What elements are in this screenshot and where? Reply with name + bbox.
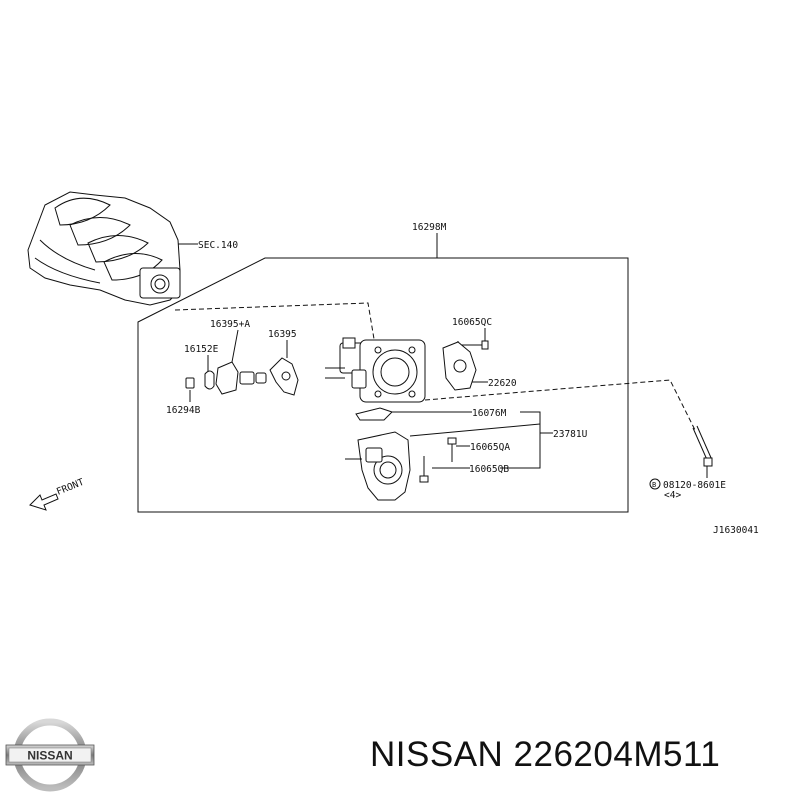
washer-16294b	[185, 377, 195, 389]
label-22620: 22620	[488, 378, 517, 389]
bolt-08120-8601e	[692, 425, 713, 467]
svg-text:NISSAN: NISSAN	[27, 749, 72, 763]
label-sec-140: SEC.140	[198, 240, 238, 251]
sensor-22620	[442, 341, 477, 391]
label-23781u: 23781U	[553, 429, 588, 440]
front-arrow-icon	[29, 493, 59, 511]
lever-16395a	[215, 361, 267, 395]
nissan-logo: NISSAN	[5, 718, 95, 792]
label-bolt-prefix: B	[652, 481, 656, 489]
label-16294b: 16294B	[166, 405, 201, 416]
gasket-16076m	[355, 407, 393, 421]
bolt-16065qa	[447, 437, 457, 462]
intake-manifold	[27, 191, 181, 306]
label-16065qa: 16065QA	[470, 442, 510, 453]
bolt-type-circle-icon	[649, 478, 661, 490]
label-16395: 16395	[268, 329, 297, 340]
label-front: FRONT	[55, 477, 86, 498]
label-16065qc: 16065QC	[452, 317, 492, 328]
label-16395a: 16395+A	[210, 319, 250, 330]
label-16065qb: 16065QB	[469, 464, 509, 475]
diagram-code: J1630041	[713, 525, 759, 536]
label-16298m: 16298M	[412, 222, 447, 233]
bolt-16065qb	[419, 456, 429, 483]
throttle-body-lower	[345, 431, 411, 501]
dashed-reference-line	[174, 302, 376, 346]
assembly-boundary	[137, 257, 629, 513]
label-16152e: 16152E	[184, 344, 219, 355]
brand-part-number: NISSAN 226204M511	[370, 735, 721, 774]
label-bolt-qty: <4>	[664, 490, 681, 501]
label-08120-8601e: 08120-8601E	[663, 480, 726, 491]
clip-16152e	[204, 370, 215, 390]
throttle-body-upper	[325, 337, 426, 403]
label-16076m: 16076M	[472, 408, 507, 419]
lever-16395	[269, 357, 299, 396]
